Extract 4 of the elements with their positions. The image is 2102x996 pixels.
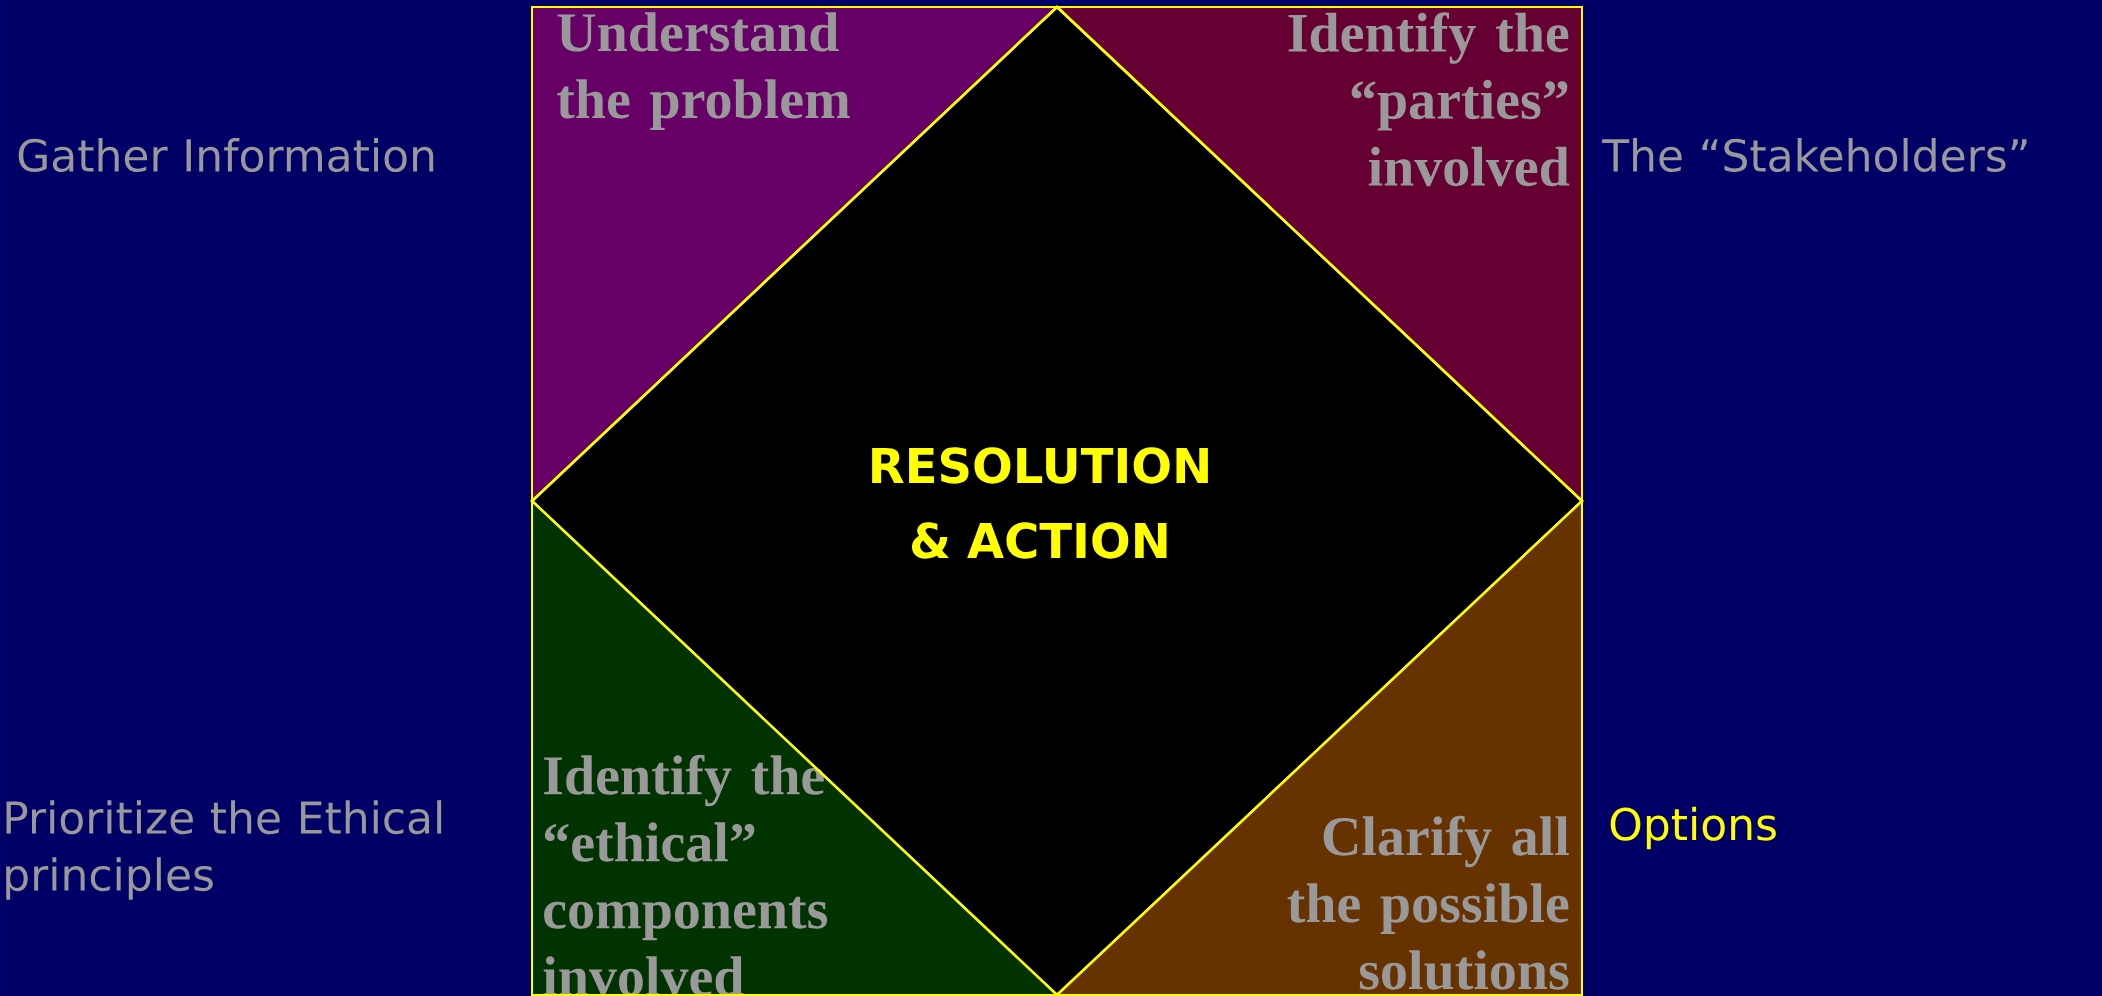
side-label: Gather Information xyxy=(18,137,434,172)
side-label: Prioritize the Ethical principles xyxy=(6,800,442,900)
side-label: The “Stakeholders” xyxy=(1602,137,2027,172)
side-label: Options xyxy=(1610,806,1776,850)
